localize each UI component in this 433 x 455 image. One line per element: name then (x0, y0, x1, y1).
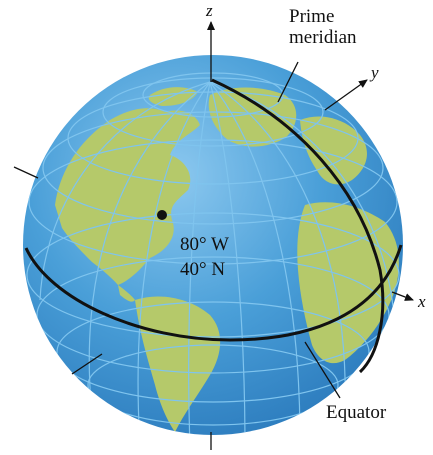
longitude-grid (39, 81, 396, 435)
prime-meridian-label-line2: meridian (289, 27, 357, 48)
meridian-line (88, 81, 211, 435)
axes (13, 21, 414, 450)
meridian-line (137, 81, 211, 435)
x-axis (391, 291, 414, 301)
prime-meridian-leader (277, 61, 299, 103)
y-axis (324, 79, 368, 111)
latitude-line (102, 77, 324, 147)
labels: z y x Prime meridian 80° W 40° N Equator (180, 1, 426, 423)
meridian-line (39, 81, 211, 301)
z-axis-label: z (205, 1, 213, 20)
latitude-grid (26, 72, 400, 426)
point-marker-icon (157, 210, 167, 220)
africa (297, 202, 399, 364)
meridian-line (188, 81, 211, 435)
north-america (55, 108, 200, 285)
latitude-line (56, 301, 370, 403)
equator-line (24, 244, 403, 342)
latitude-line (87, 344, 339, 426)
y-axis-label: y (369, 63, 379, 82)
point-longitude-label: 80° W (180, 234, 229, 255)
globe (23, 55, 403, 435)
latitude-line (36, 256, 390, 374)
prime-meridian-label-line1: Prime (289, 6, 334, 27)
latitude-line (142, 72, 284, 118)
point-latitude-label: 40° N (180, 259, 225, 280)
central-america (118, 285, 135, 302)
latitude-line (28, 139, 398, 265)
equator-label: Equator (326, 402, 387, 423)
x-axis-label: x (417, 292, 426, 311)
prime-meridian-line (211, 78, 385, 374)
meridian-line (209, 81, 246, 435)
latitude-line (26, 212, 400, 338)
latitude-line (42, 111, 384, 225)
y-axis-lower (71, 353, 103, 375)
land-masses (55, 87, 399, 432)
x-axis-upper (13, 166, 39, 179)
meridian-line (209, 81, 301, 435)
meridian-line (209, 81, 396, 341)
meridian-line (209, 81, 346, 421)
europe (300, 116, 367, 185)
equator-leader (304, 341, 341, 399)
